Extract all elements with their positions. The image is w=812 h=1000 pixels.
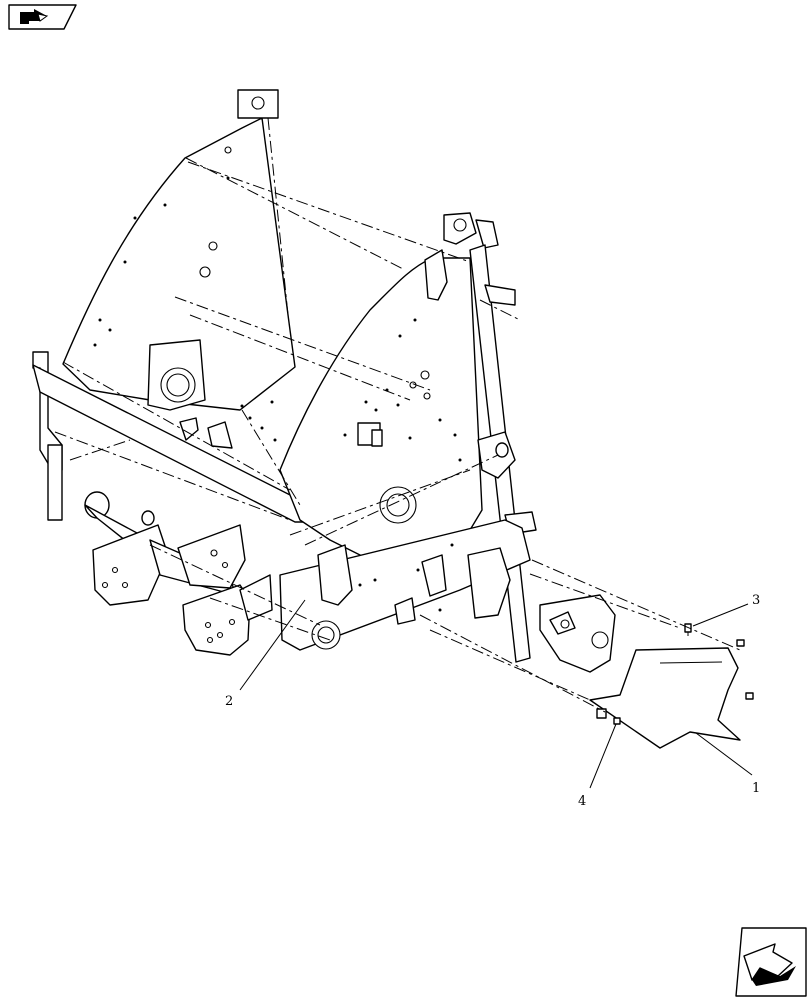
callout-2: 2 xyxy=(225,599,306,709)
hardware-bolt-mid xyxy=(736,639,745,647)
prev-page-nav-icon[interactable] xyxy=(8,4,77,30)
front-upper-lift-bracket xyxy=(424,212,499,301)
next-page-nav-icon[interactable] xyxy=(735,927,807,997)
callout-4: 4 xyxy=(578,723,617,809)
callout-3: 3 xyxy=(692,593,760,627)
part-3-bolt-upper xyxy=(684,623,692,636)
assembly-centerlines xyxy=(54,117,741,713)
callout-label-3: 3 xyxy=(752,593,760,608)
part-1-side-shield xyxy=(589,647,741,749)
callout-label-4: 4 xyxy=(578,794,586,809)
lower-left-flange-plate xyxy=(182,574,273,656)
rear-bearing-plate xyxy=(147,339,233,449)
callout-1: 1 xyxy=(695,732,760,796)
lower-cross-member xyxy=(279,519,531,651)
front-lower-mount-bracket xyxy=(539,594,616,673)
callout-label-2: 2 xyxy=(225,694,233,709)
left-shaft-assembly xyxy=(84,491,246,606)
part-4-nut xyxy=(596,708,621,725)
callout-label-1: 1 xyxy=(752,781,760,796)
hardware-bolt-low xyxy=(745,692,754,700)
front-side-sheet xyxy=(279,257,483,566)
